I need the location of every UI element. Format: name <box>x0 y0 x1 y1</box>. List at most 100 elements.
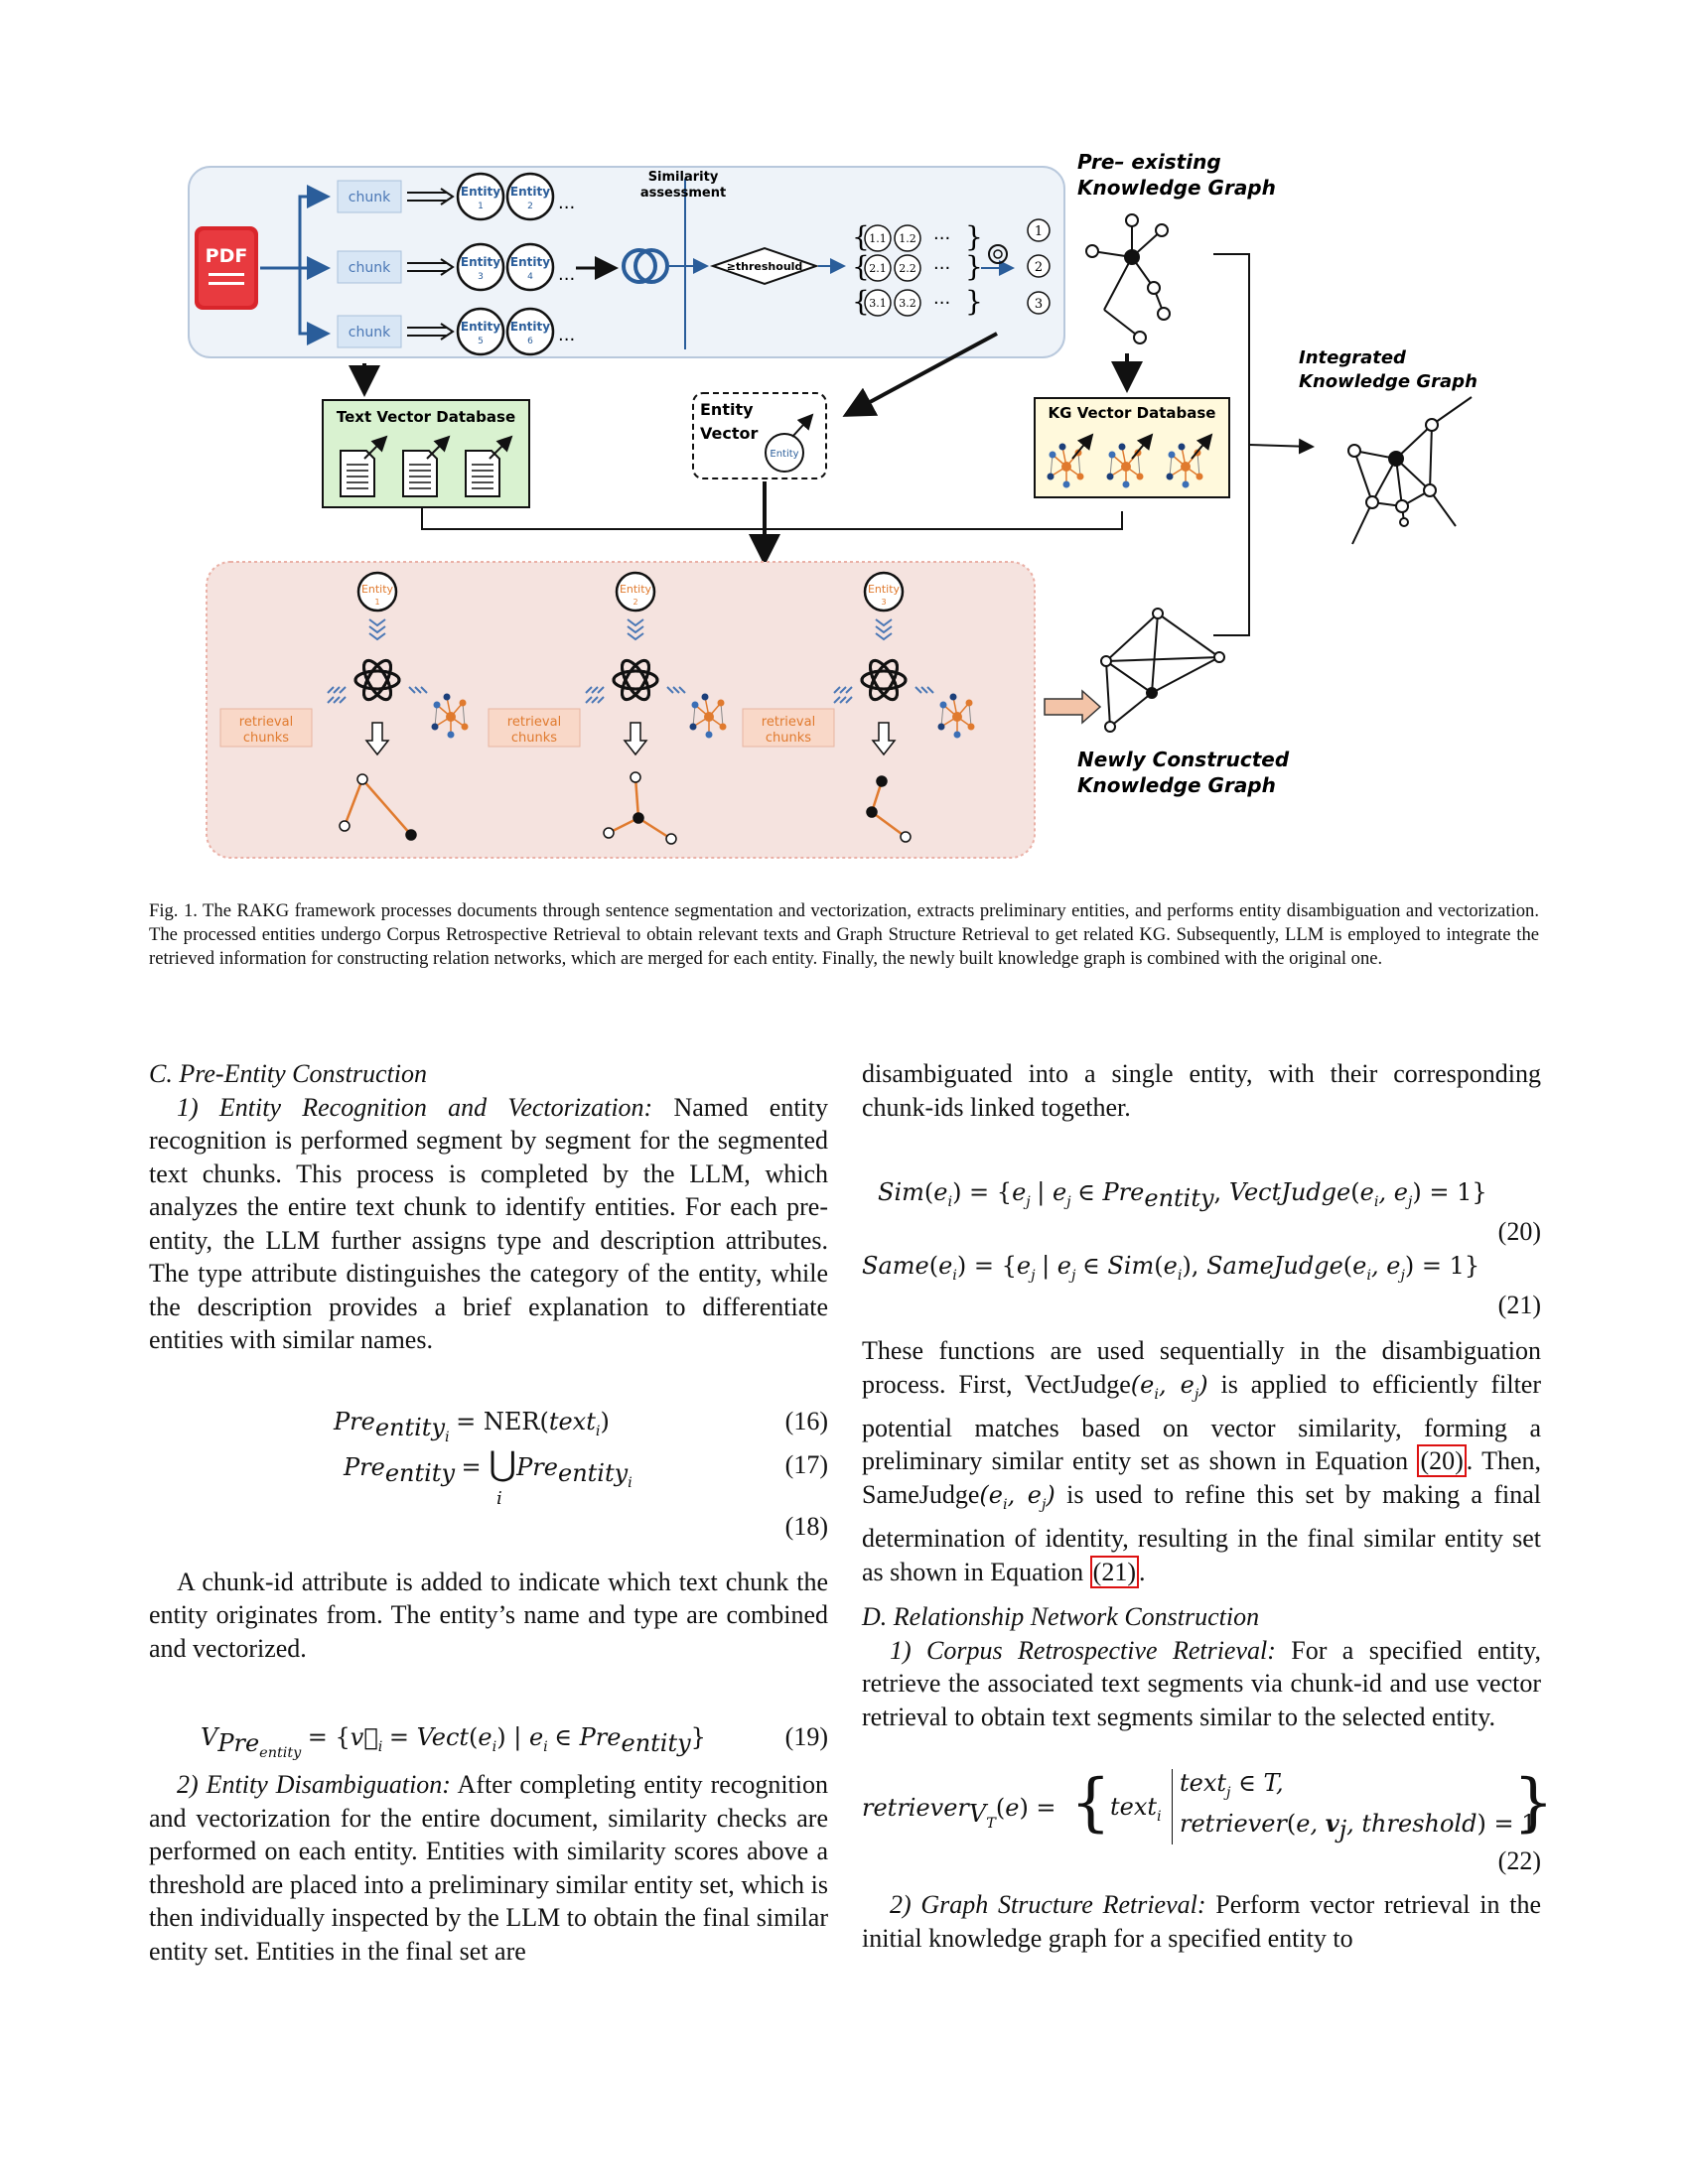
equation-19: VPreentity = {v⃗i = Vect(ei) | ei ∈ Pree… <box>201 1722 828 1761</box>
section-d-title: D. Relationship Network Construction <box>862 1602 1260 1632</box>
paragraph-disambiguation-functions: These functions are used sequentially in… <box>862 1336 1542 1588</box>
equation-number: (18) <box>784 1511 828 1541</box>
equation-22-number-row: (22) <box>862 1844 1541 1880</box>
svg-text:chunk: chunk <box>349 190 391 205</box>
mini-graph-icon <box>937 693 975 739</box>
relation-graph-icon <box>866 775 912 843</box>
svg-text:3.1: 3.1 <box>869 297 887 310</box>
svg-text:Entity: Entity <box>461 255 500 269</box>
svg-text:Entity: Entity <box>510 255 550 269</box>
entity-circles: Entity1Entity2Entity3Entity4Entity5Entit… <box>456 172 555 356</box>
svg-text:2: 2 <box>527 202 533 211</box>
svg-text:3.2: 3.2 <box>899 297 916 310</box>
paragraph-text: For a specified entity, retrieve the ass… <box>862 1635 1541 1731</box>
svg-text:2.2: 2.2 <box>899 262 916 275</box>
svg-text:Entity: Entity <box>770 449 798 460</box>
paragraph-graph-structure-retrieval: 2) Graph Structure Retrieval: Perform ve… <box>862 1888 1541 1955</box>
svg-text:Text Vector Database: Text Vector Database <box>337 408 515 426</box>
svg-text:Integrated: Integrated <box>1299 347 1407 368</box>
mini-graph-icon <box>431 693 469 739</box>
equation-21-number-row: (21) <box>862 1289 1541 1322</box>
svg-text:1: 1 <box>478 202 484 211</box>
subsection-title: 2) Graph Structure Retrieval: <box>890 1890 1206 1920</box>
svg-text:Similarity: Similarity <box>648 170 719 185</box>
svg-text:≥threshould: ≥threshould <box>727 260 803 273</box>
relation-graph-icon <box>603 771 677 845</box>
svg-text:3: 3 <box>881 598 886 607</box>
equation-21-link[interactable]: (21) <box>1089 1555 1139 1588</box>
equation-20-link[interactable]: (20) <box>1417 1444 1467 1478</box>
svg-text:PDF: PDF <box>206 245 248 267</box>
document-icon <box>340 435 388 497</box>
equation-21: Same(ei) = {ej | ej ∈ Sim(ei), SameJudge… <box>862 1252 1480 1284</box>
paragraph-entity-disambiguation: 2) Entity Disambiguation: After completi… <box>149 1768 828 1968</box>
svg-text:···: ··· <box>933 258 950 279</box>
svg-text:Entity: Entity <box>461 185 500 199</box>
svg-text:chunk: chunk <box>349 260 391 276</box>
equation-number: (16) <box>784 1406 828 1435</box>
newly-constructed-knowledge-graph <box>1100 608 1225 733</box>
chunk-box-3: chunk <box>337 315 402 348</box>
svg-text:···: ··· <box>933 228 950 249</box>
document-icon <box>402 435 451 497</box>
svg-text:chunks: chunks <box>511 731 557 746</box>
svg-text:retrieval: retrieval <box>762 715 815 730</box>
left-column: C. Pre-Entity Construction 1) Entity Rec… <box>149 1057 828 1968</box>
svg-text:retrieval: retrieval <box>239 715 293 730</box>
svg-text:3: 3 <box>478 272 484 282</box>
integrated-knowledge-graph <box>1347 396 1473 545</box>
llm-icon <box>353 658 401 702</box>
kg-vector-database: KG Vector Database <box>1034 397 1230 498</box>
equation-17: Preentity = ⋃Preentityi i (17) <box>344 1443 828 1509</box>
mini-graph-icon <box>1047 443 1084 488</box>
equation-18: (18) <box>149 1504 828 1548</box>
equation-22: retrieverVT(e) = { texti textj ∈ T, retr… <box>862 1766 1554 1845</box>
right-column: disambiguated into a single entity, with… <box>862 1057 1554 1955</box>
svg-text:}: } <box>965 250 983 283</box>
chunk-box-2: chunk <box>337 250 402 284</box>
svg-text:retrieval: retrieval <box>507 715 561 730</box>
svg-text:Entity: Entity <box>700 400 754 419</box>
equation-20-number-row: (20) <box>862 1215 1541 1249</box>
svg-text:Entity: Entity <box>868 583 901 596</box>
svg-text:1.2: 1.2 <box>899 232 916 245</box>
result-number: 2 <box>1027 254 1051 278</box>
entity-circle: Entity 3 <box>456 242 505 292</box>
equation-16: Preentityi = NER(texti) (16) <box>334 1406 828 1445</box>
svg-text:Knowledge Graph: Knowledge Graph <box>1299 371 1477 392</box>
svg-text:...: ... <box>558 264 575 285</box>
paragraph-disambiguated: disambiguated into a single entity, with… <box>862 1059 1541 1122</box>
paragraph-corpus-retrieval: 1) Corpus Retrospective Retrieval: For a… <box>862 1634 1541 1734</box>
subsection-title: 1) Corpus Retrospective Retrieval: <box>890 1635 1276 1665</box>
svg-text:{: { <box>852 285 870 318</box>
equation-number: (22) <box>1497 1846 1541 1876</box>
svg-text:3: 3 <box>1035 297 1043 312</box>
llm-icon-small <box>988 244 1008 264</box>
svg-text:4: 4 <box>527 272 533 282</box>
svg-text:chunks: chunks <box>243 731 289 746</box>
figure-caption: Fig. 1. The RAKG framework processes doc… <box>149 900 1539 969</box>
svg-text:1.1: 1.1 <box>869 232 887 245</box>
svg-text:Knowledge Graph: Knowledge Graph <box>1077 176 1276 200</box>
svg-text:...: ... <box>558 193 575 213</box>
svg-text:2.1: 2.1 <box>869 262 887 275</box>
svg-text:2: 2 <box>1035 260 1043 275</box>
svg-text:Newly Constructed: Newly Constructed <box>1077 748 1290 771</box>
section-c-title: C. Pre-Entity Construction <box>149 1059 427 1088</box>
equation-number: (20) <box>1497 1217 1541 1246</box>
svg-text:Entity: Entity <box>361 583 394 596</box>
mini-graph-icon <box>689 693 727 739</box>
svg-text:2: 2 <box>633 598 637 607</box>
entity-circle: Entity 1 <box>456 172 505 221</box>
document-icon <box>465 435 513 497</box>
svg-text:5: 5 <box>478 337 484 346</box>
paragraph-entity-recognition: 1) Entity Recognition and Vectorization:… <box>149 1091 828 1357</box>
